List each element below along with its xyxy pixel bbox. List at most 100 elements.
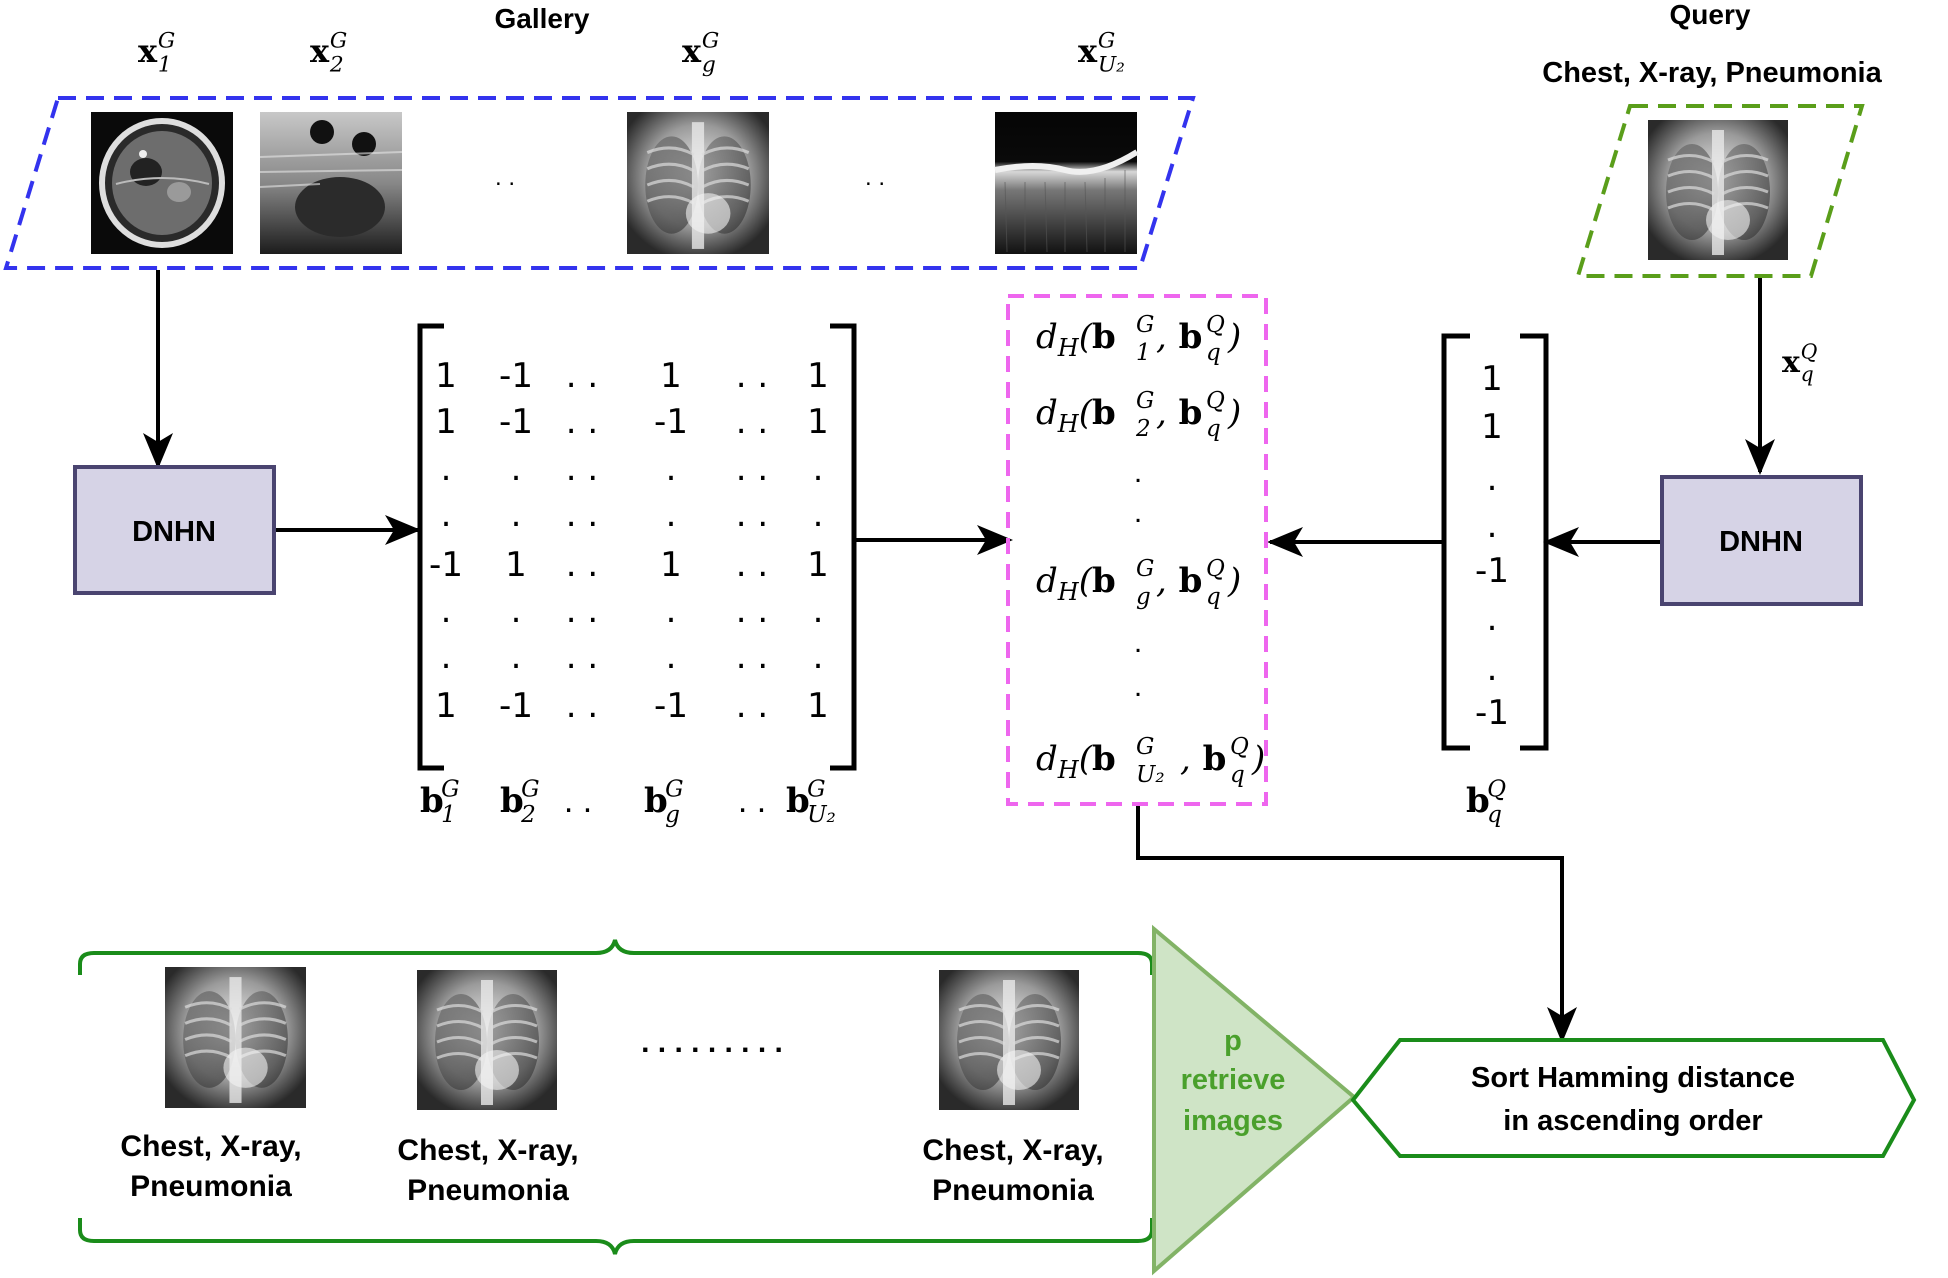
svg-text:Q: Q: [1206, 388, 1225, 414]
arrow-distances-to-sort: [1136, 806, 1577, 1043]
svg-text:): ): [1227, 561, 1241, 601]
matrix-col-label-sub: 1: [441, 802, 456, 828]
gallery-image-chest-xray: [627, 112, 769, 254]
matrix-right-bracket: [830, 323, 857, 771]
matrix-cell: 1: [807, 402, 829, 442]
matrix-col-label-sup: G: [521, 777, 539, 803]
gallery-ellipsis-2: . .: [865, 164, 885, 191]
distance-sub-g: 1: [1136, 340, 1151, 366]
matrix-cell: .: [441, 637, 452, 677]
distance-box: [1006, 294, 1268, 806]
svg-text:Q: Q: [1206, 312, 1225, 338]
results-ellipsis: . . . . . . . . .: [641, 1026, 783, 1059]
matrix-cell: .: [666, 449, 677, 489]
svg-text:dH(b: dH(b: [1036, 393, 1116, 438]
svg-text:G: G: [1136, 388, 1154, 414]
svg-text:): ): [1251, 739, 1265, 779]
gallery-title: Gallery: [495, 3, 590, 34]
matrix-cell: 1: [660, 545, 682, 585]
matrix-cell: 1: [807, 686, 829, 726]
svg-text:q: q: [1206, 340, 1221, 366]
matrix-col-label-sub: 2: [520, 802, 536, 828]
matrix-cell: -1: [499, 686, 533, 726]
matrix-col-label-base: b: [644, 781, 668, 821]
matrix-col-label-sup: G: [665, 777, 683, 803]
matrix-cell: 1: [505, 545, 527, 585]
svg-text:, b: , b: [1156, 317, 1202, 357]
matrix-col-label-text: . .: [564, 782, 592, 820]
result-caption-line2: Pneumonia: [130, 1170, 292, 1203]
matrix-cell: .: [511, 449, 522, 489]
dnhn-box-right: [1660, 475, 1863, 606]
matrix-cell: 1: [435, 402, 457, 442]
sort-box: [1350, 1038, 1917, 1158]
dnhn-box-left: [73, 465, 276, 595]
query-vector-right-bracket: [1520, 333, 1549, 751]
dnhn-label-left: DNHN: [132, 516, 216, 548]
query-vector-cell: .: [1487, 649, 1498, 689]
svg-text:G: G: [1136, 312, 1154, 338]
result-image-1: [165, 967, 306, 1108]
query-image-chest-xray: [1648, 120, 1788, 260]
retrieve-line2: retrieve: [1181, 1064, 1286, 1096]
gallery-image-ultrasound: [259, 112, 403, 254]
svg-text:q: q: [1206, 584, 1221, 610]
query-x-label-sub: q: [1801, 362, 1814, 386]
matrix-cell: 1: [435, 686, 457, 726]
matrix-cell: .: [666, 591, 677, 631]
gallery-label-2-sub: 2: [329, 53, 344, 78]
matrix-cell: .: [441, 449, 452, 489]
query-vector-label-sup: Q: [1487, 777, 1506, 803]
query-vector-cell: .: [1487, 506, 1498, 546]
matrix-cell: 1: [435, 356, 457, 396]
matrix-cell: -1: [654, 686, 688, 726]
query-vector-cell: 1: [1481, 407, 1503, 447]
distance-dot: .: [1134, 670, 1142, 703]
retrieve-line3: images: [1183, 1105, 1283, 1137]
matrix-col-label: bG1: [420, 777, 460, 829]
matrix-cell: . .: [566, 545, 598, 585]
query-vector-cell: .: [1487, 599, 1498, 639]
matrix-cell: .: [666, 637, 677, 677]
query-vector-label-sub: q: [1487, 802, 1502, 828]
result-caption-line1: Chest, X-ray,: [397, 1134, 578, 1167]
result-image-3: [939, 969, 1079, 1111]
matrix-col-label: . .: [564, 782, 592, 820]
query-frame: [1575, 104, 1865, 278]
matrix-cell: . .: [736, 356, 768, 396]
matrix-cell: .: [813, 449, 824, 489]
gallery-label-4-sub: U₂: [1098, 53, 1125, 78]
svg-text:q: q: [1230, 762, 1245, 788]
matrix-cell: .: [511, 637, 522, 677]
gallery-label-1-sub: 1: [158, 53, 172, 78]
matrix-cell: . .: [736, 637, 768, 677]
gallery-label-2-sup: G: [330, 29, 347, 54]
matrix-col-label-sub: g: [665, 802, 680, 828]
matrix-cell: .: [813, 637, 824, 677]
sort-box-line1: Sort Hamming distance: [1471, 1062, 1795, 1094]
gallery-label-3-sup: G: [702, 29, 719, 54]
matrix-col-label-text: . .: [738, 782, 766, 820]
query-vector: 11..-1..-1 bQq: [1441, 333, 1549, 828]
dnhn-label-right: DNHN: [1719, 526, 1803, 558]
svg-text:Q: Q: [1206, 556, 1225, 582]
query-vector-cell: 1: [1481, 359, 1503, 399]
svg-text:): ): [1227, 317, 1241, 357]
matrix-cell: . .: [566, 591, 598, 631]
distance-sub-g: 2: [1135, 416, 1151, 442]
matrix-cell: -1: [429, 545, 463, 585]
matrix-col-label-sup: G: [441, 777, 459, 803]
retrieve-triangle: [1152, 924, 1358, 1276]
matrix-col-label: . .: [738, 782, 766, 820]
gallery-label-1-sup: G: [158, 29, 175, 54]
matrix-cell: . .: [736, 402, 768, 442]
matrix-cell: . .: [566, 356, 598, 396]
query-vector-cell: .: [1487, 459, 1498, 499]
gallery-label-3-sub: g: [702, 53, 716, 78]
gallery-label-4-sup: G: [1098, 29, 1115, 54]
